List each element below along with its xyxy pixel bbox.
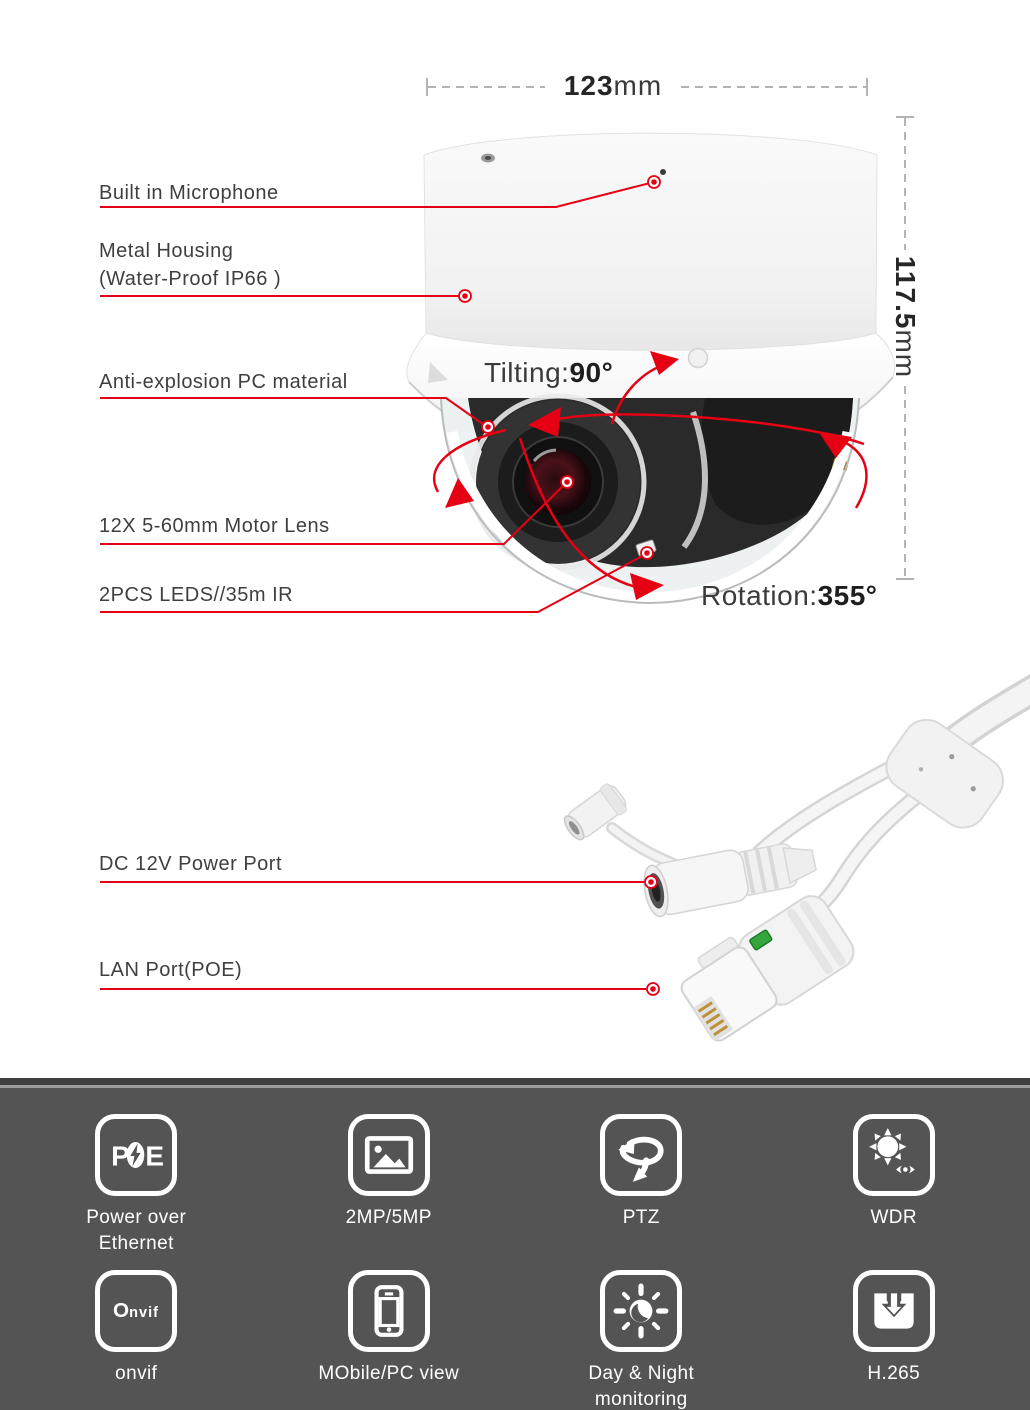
- microphone-hole: [660, 169, 666, 175]
- rotation-angle-label: Rotation:355°: [701, 580, 878, 611]
- feature-day-night: Day & Night monitoring: [515, 1270, 768, 1410]
- footer-top-strip: [0, 1078, 1030, 1085]
- feature-resolution: 2MP/5MP: [263, 1114, 516, 1256]
- callout-dots: [458, 175, 661, 996]
- feature-grid: P E Power over Ethernet 2MP/5MP: [0, 1088, 1030, 1410]
- feature-label: onvif: [115, 1363, 158, 1385]
- poe-icon: P E: [95, 1114, 178, 1196]
- feature-label: Day & Night monitoring: [588, 1363, 695, 1410]
- h265-icon: [852, 1270, 935, 1353]
- image-resolution-icon: [347, 1114, 430, 1196]
- footer-divider-line: [0, 1085, 1030, 1088]
- feature-ptz: PTZ: [515, 1114, 768, 1256]
- feature-label: Power over Ethernet: [86, 1207, 187, 1254]
- svg-text:E: E: [146, 1140, 165, 1171]
- svg-text:P: P: [111, 1140, 130, 1171]
- width-dimension: 123mm: [563, 70, 663, 101]
- dimension-marks: [426, 78, 914, 580]
- callout-dc-power-port: DC 12V Power Port: [99, 853, 283, 875]
- lan-connector: [680, 895, 855, 1042]
- tilting-angle-label: Tilting:90°: [484, 357, 614, 388]
- feature-poe: P E Power over Ethernet: [10, 1114, 263, 1256]
- ptz-icon: [600, 1114, 683, 1196]
- feature-label: WDR: [870, 1207, 918, 1228]
- feature-label: MObile/PC view: [318, 1363, 460, 1385]
- dc-cap: [563, 783, 627, 841]
- mobile-icon: [347, 1270, 430, 1353]
- onvif-icon: Onvif: [95, 1270, 178, 1353]
- height-dimension: 117.5mm: [890, 255, 921, 379]
- callout-built-in-microphone: Built in Microphone: [99, 182, 279, 204]
- lan-led: [749, 929, 773, 951]
- cable-assembly: [563, 674, 1030, 1042]
- callout-lan-port: LAN Port(POE): [99, 959, 243, 981]
- feature-footer: P E Power over Ethernet 2MP/5MP: [0, 1078, 1030, 1410]
- skirt-hole: [687, 347, 709, 369]
- feature-label: PTZ: [622, 1207, 660, 1228]
- feature-label: 2MP/5MP: [345, 1207, 432, 1228]
- day-night-icon: [600, 1270, 683, 1353]
- callout-anti-explosion: Anti-explosion PC material: [99, 371, 348, 393]
- feature-mobile-view: MObile/PC view: [263, 1270, 516, 1410]
- feature-label: H.265: [867, 1363, 921, 1385]
- lens-glass: [525, 449, 591, 515]
- callout-motor-lens: 12X 5-60mm Motor Lens: [99, 515, 330, 537]
- feature-onvif: Onvif onvif: [10, 1270, 263, 1410]
- callout-metal-housing: Metal Housing (Water-Proof IP66 ): [99, 240, 282, 290]
- feature-h265: H.265: [768, 1270, 1021, 1410]
- cable-splitter: [885, 718, 1004, 829]
- wdr-icon: [852, 1114, 935, 1196]
- rotation-arrows: [432, 351, 868, 600]
- feature-wdr: WDR: [768, 1114, 1021, 1256]
- svg-text:Onvif: Onvif: [113, 1299, 159, 1322]
- callout-ir-leds: 2PCS LEDS//35m IR: [99, 584, 294, 606]
